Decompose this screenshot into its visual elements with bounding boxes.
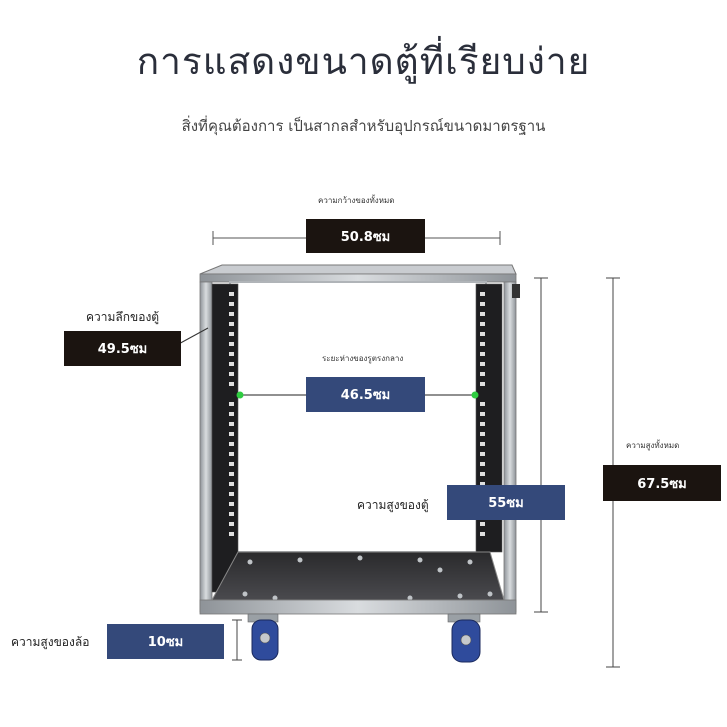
page-subtitle: สิ่งที่คุณต้องการ เป็นสากลสำหรับอุปกรณ์ข…: [181, 117, 546, 135]
total-width-value: 50.8ซม: [306, 219, 425, 253]
total-height-value: 67.5ซม: [603, 465, 721, 501]
right-caster-wheel: [447, 613, 481, 663]
wheel-height-line: [232, 619, 242, 661]
right-frame-post: [503, 281, 517, 613]
left-caster-wheel: [247, 613, 279, 661]
hole-distance-label: ระยะห่างของรูตรงกลาง: [322, 354, 404, 363]
cabinet-height-label: ความสูงของตู้: [357, 498, 429, 512]
depth-label: ความลึกของตู้: [86, 310, 160, 324]
total-width-label: ความกว้างของทั้งหมด: [318, 196, 395, 205]
cabinet-height-line: [534, 277, 548, 613]
left-rack-rail: [211, 283, 239, 593]
wheel-height-label: ความสูงของล้อ: [11, 635, 90, 649]
wheel-height-value: 10ซม: [107, 624, 224, 659]
page-title: การแสดงขนาดตู้ที่เรียบง่าย: [136, 40, 591, 83]
hole-distance-value: 46.5ซม: [306, 377, 425, 412]
cabinet-height-value: 55ซม: [447, 485, 565, 520]
depth-value: 49.5ซม: [64, 331, 181, 366]
total-height-label: ความสูงทั้งหมด: [626, 441, 680, 450]
cabinet-top-panel: [199, 264, 517, 275]
